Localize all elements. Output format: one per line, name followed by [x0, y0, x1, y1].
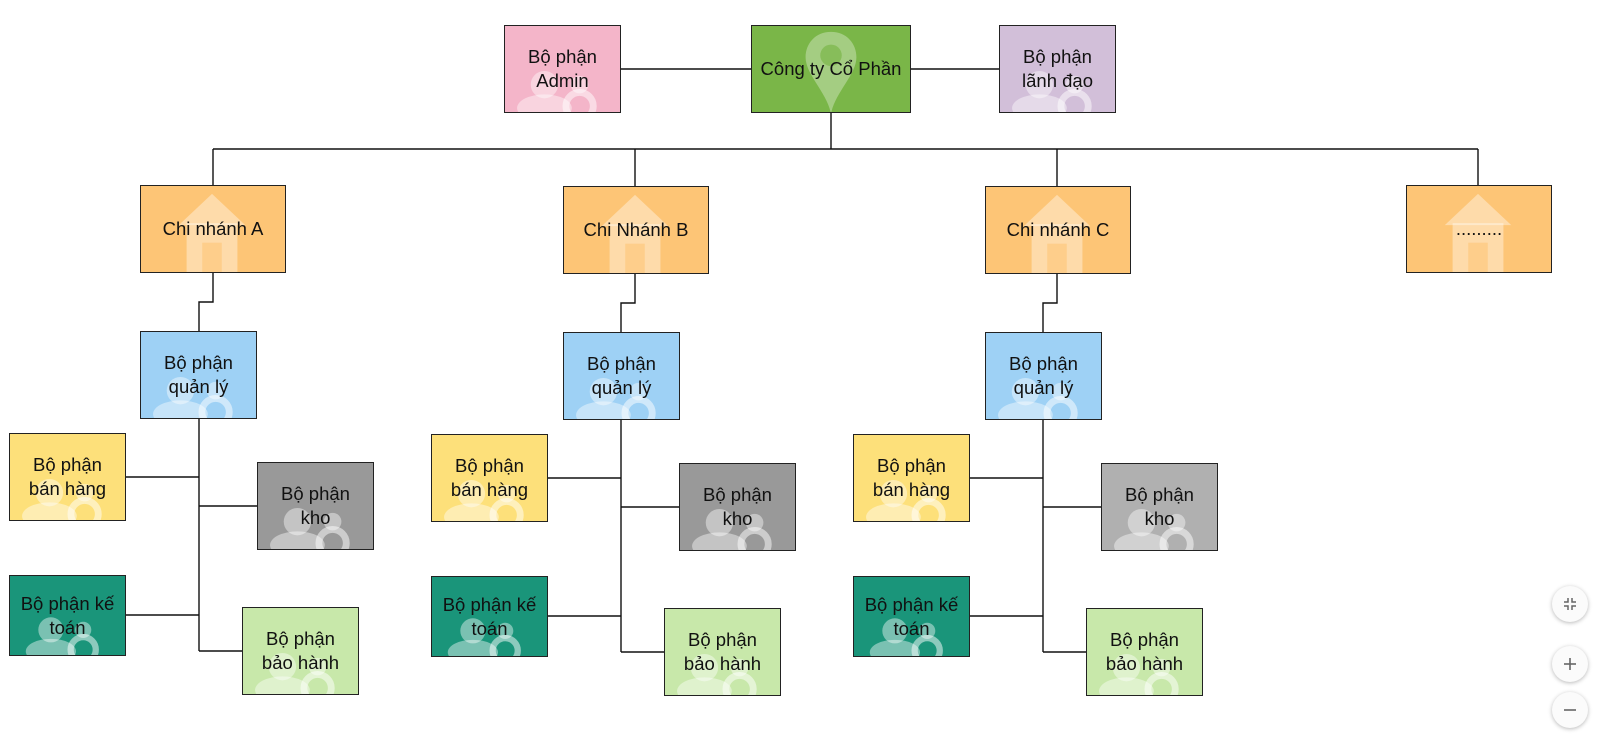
accounting-department-node[interactable]: Bộ phận kế toán	[853, 576, 970, 657]
branch-label: Chi Nhánh B	[583, 219, 689, 240]
management-department-node[interactable]: Bộ phận quản lý	[985, 332, 1102, 420]
management-department-node[interactable]: Bộ phận quản lý	[140, 331, 257, 419]
department-label: Bộ phận bảo hành	[683, 629, 762, 674]
department-label: Bộ phận kế toán	[20, 592, 115, 638]
warehouse-department-node[interactable]: Bộ phận kho	[1101, 463, 1218, 551]
root-label: Công ty Cổ Phần	[760, 58, 902, 79]
fit-screen-icon	[1564, 598, 1576, 610]
branch-node[interactable]: Chi Nhánh B	[563, 186, 709, 274]
root-node[interactable]: Công ty Cổ Phần	[751, 25, 911, 113]
fit-screen-button[interactable]	[1552, 586, 1588, 622]
warehouse-department-node[interactable]: Bộ phận kho	[679, 463, 796, 551]
zoom-in-button[interactable]	[1552, 646, 1588, 682]
plus-icon	[1564, 658, 1576, 670]
branch-node[interactable]: Chi nhánh A	[140, 185, 286, 273]
minus-icon	[1564, 709, 1576, 711]
sales-department-node[interactable]: Bộ phận bán hàng	[853, 434, 970, 522]
department-label: Bộ phận kho	[1125, 484, 1194, 529]
admin-department-label: Bộ phận Admin	[528, 46, 597, 91]
department-label: Bộ phận bán hàng	[450, 455, 529, 500]
branch-label: .........	[1455, 218, 1503, 239]
department-label: Bộ phận kho	[281, 483, 350, 528]
zoom-out-button[interactable]	[1552, 692, 1588, 728]
department-label: Bộ phận quản lý	[164, 352, 233, 397]
branch-label: Chi nhánh C	[1006, 219, 1110, 240]
admin-department-node[interactable]: Bộ phận Admin	[504, 25, 621, 113]
department-label: Bộ phận quản lý	[1009, 353, 1078, 398]
department-label: Bộ phận bảo hành	[261, 628, 340, 673]
sales-department-node[interactable]: Bộ phận bán hàng	[9, 433, 126, 521]
department-label: Bộ phận quản lý	[587, 353, 656, 398]
accounting-department-node[interactable]: Bộ phận kế toán	[431, 576, 548, 657]
department-label: Bộ phận kho	[703, 484, 772, 529]
department-label: Bộ phận bán hàng	[28, 454, 107, 499]
branch-placeholder-node[interactable]: .........	[1406, 185, 1552, 273]
leadership-department-node[interactable]: Bộ phận lãnh đạo	[999, 25, 1116, 113]
department-label: Bộ phận bán hàng	[872, 455, 951, 500]
warehouse-department-node[interactable]: Bộ phận kho	[257, 462, 374, 550]
branch-node[interactable]: Chi nhánh C	[985, 186, 1131, 274]
department-label: Bộ phận bảo hành	[1105, 629, 1184, 674]
warranty-department-node[interactable]: Bộ phận bảo hành	[242, 607, 359, 695]
branch-label: Chi nhánh A	[162, 218, 264, 239]
sales-department-node[interactable]: Bộ phận bán hàng	[431, 434, 548, 522]
department-label: Bộ phận kế toán	[442, 593, 537, 639]
management-department-node[interactable]: Bộ phận quản lý	[563, 332, 680, 420]
accounting-department-node[interactable]: Bộ phận kế toán	[9, 575, 126, 656]
warranty-department-node[interactable]: Bộ phận bảo hành	[1086, 608, 1203, 696]
leadership-department-label: Bộ phận lãnh đạo	[1022, 46, 1093, 91]
warranty-department-node[interactable]: Bộ phận bảo hành	[664, 608, 781, 696]
department-label: Bộ phận kế toán	[864, 593, 959, 639]
